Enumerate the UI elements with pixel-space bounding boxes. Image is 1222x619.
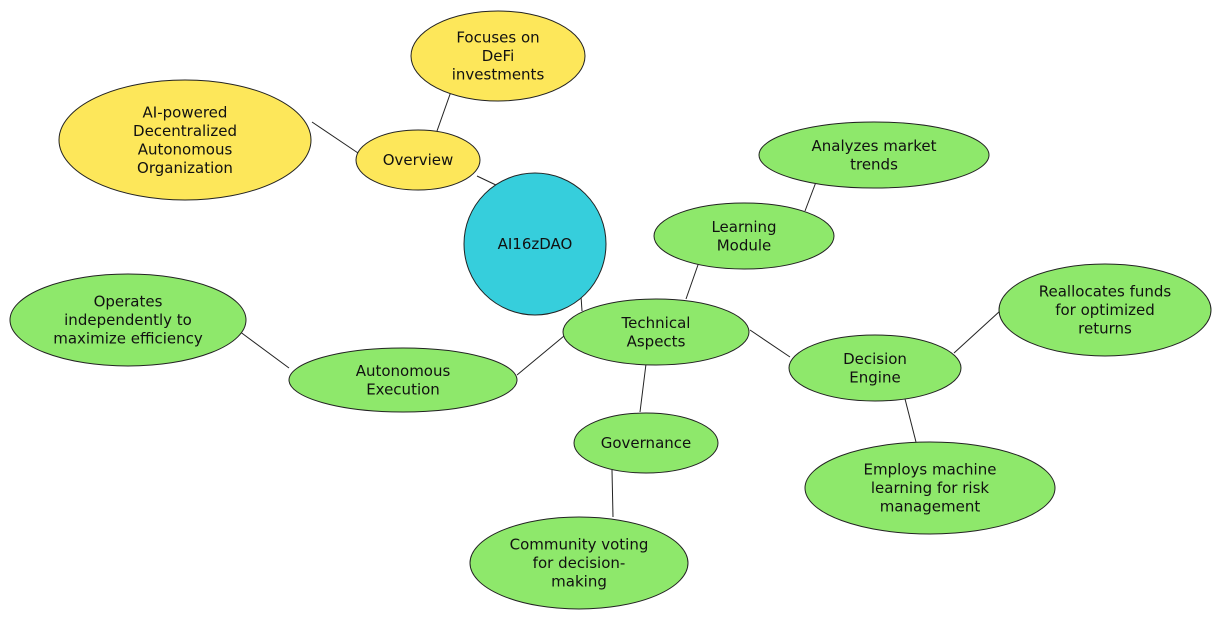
node-label-line: for optimized: [1055, 301, 1155, 319]
node-shape[interactable]: [9, 273, 247, 367]
node-label-line: Decentralized: [133, 122, 237, 140]
node-shape[interactable]: [469, 516, 689, 610]
node-shape[interactable]: [998, 263, 1212, 357]
node-label-line: learning for risk: [871, 479, 990, 497]
node-label-line: Aspects: [627, 332, 686, 350]
node-label-line: Reallocates funds: [1039, 283, 1172, 301]
node-shape[interactable]: [758, 121, 990, 189]
node-label-line: Autonomous: [138, 140, 233, 158]
node-label-line: Organization: [137, 159, 233, 177]
node-label-line: Autonomous: [356, 362, 451, 380]
node-label-line: Operates: [94, 293, 163, 311]
node-label-line: making: [551, 573, 607, 591]
edge-decision-reallocates: [953, 310, 1001, 354]
edge-technical-governance: [639, 363, 647, 413]
node-label-line: Community voting: [510, 536, 649, 554]
node-shape[interactable]: [804, 441, 1056, 535]
node-shape[interactable]: [788, 334, 962, 402]
node-shape[interactable]: [562, 298, 750, 366]
node-label-line: Execution: [366, 380, 440, 398]
node-label-line: DeFi: [482, 47, 514, 65]
node-label-line: Analyzes market: [812, 137, 937, 155]
node-label-line: for decision-: [533, 554, 626, 572]
node-root[interactable]: AI16zDAO: [463, 172, 607, 316]
node-label-line: Overview: [383, 151, 454, 169]
node-label-line: management: [880, 498, 981, 516]
node-label-line: Governance: [601, 434, 692, 452]
nodes-layer: AI16zDAOOverviewAI-poweredDecentralizedA…: [9, 10, 1212, 610]
edge-governance-community: [611, 469, 614, 518]
edge-autonomous-operates: [238, 330, 290, 369]
node-governance[interactable]: Governance: [573, 412, 719, 474]
node-label-line: Technical: [621, 314, 691, 332]
node-label-line: Focuses on: [456, 29, 539, 47]
node-shape[interactable]: [355, 129, 481, 191]
edge-learning-analyzes: [804, 181, 817, 212]
node-shape[interactable]: [463, 172, 607, 316]
node-label-line: Learning: [711, 218, 776, 236]
node-label-line: trends: [850, 155, 898, 173]
node-label-line: returns: [1078, 320, 1132, 338]
edge-technical-learning: [685, 261, 700, 300]
edge-technical-autonomous: [516, 335, 565, 376]
edge-decision-employs: [903, 394, 917, 443]
node-shape[interactable]: [653, 202, 835, 270]
node-ai-powered[interactable]: AI-poweredDecentralizedAutonomousOrganiz…: [58, 79, 312, 201]
node-label-line: Module: [717, 236, 772, 254]
node-label-line: AI-powered: [143, 103, 228, 121]
node-label-line: AI16zDAO: [498, 235, 573, 253]
node-shape[interactable]: [288, 347, 518, 413]
node-shape[interactable]: [410, 10, 586, 102]
node-label-line: investments: [452, 66, 545, 84]
node-label-line: Employs machine: [864, 461, 997, 479]
edge-technical-decision: [749, 329, 791, 358]
node-overview[interactable]: Overview: [355, 129, 481, 191]
node-label-line: Decision: [843, 350, 907, 368]
node-label-line: independently to: [64, 311, 192, 329]
edges-layer: [238, 82, 1001, 518]
node-shape[interactable]: [573, 412, 719, 474]
node-label-line: maximize efficiency: [53, 330, 203, 348]
node-shape[interactable]: [58, 79, 312, 201]
edge-overview-ai-powered: [311, 121, 359, 154]
edge-root-overview: [476, 175, 499, 187]
node-label-line: Engine: [849, 368, 900, 386]
